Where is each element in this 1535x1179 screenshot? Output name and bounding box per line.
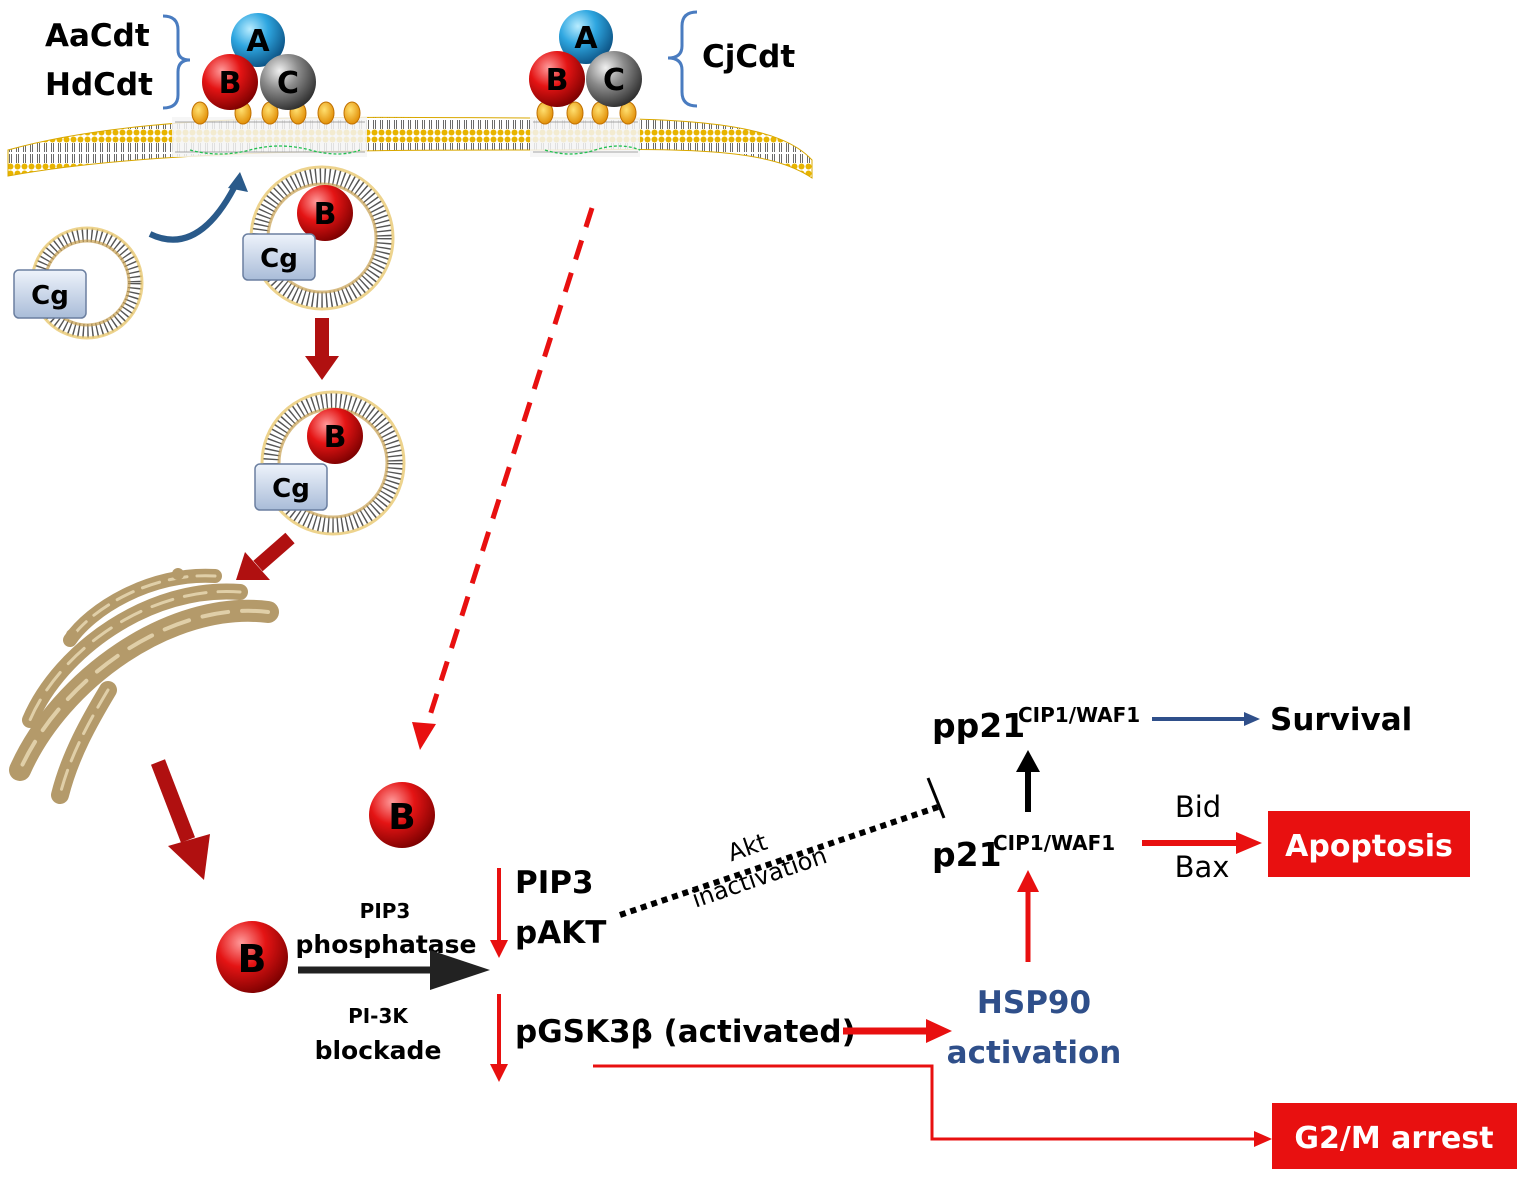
- toxin-label-cjcdt: CjCdt: [702, 39, 795, 75]
- arrow-golgi-to-cytosol: [150, 759, 196, 843]
- pakt-label: pAKT: [515, 915, 606, 951]
- cg-box: [242, 233, 316, 281]
- subunit-b-label: B: [546, 63, 569, 98]
- apoptosis-label: Apoptosis: [1285, 829, 1453, 864]
- cytosolic-subunit-b-ball: [216, 921, 288, 993]
- cg-box: [13, 269, 87, 319]
- akt-inactivation-line: [619, 804, 939, 918]
- arrow-hsp90-p21-head: [1017, 870, 1039, 892]
- subunit-c-ball: [260, 54, 316, 110]
- free-subunit-b-ball: [369, 782, 435, 848]
- subunit-b-ball: [297, 185, 353, 241]
- cg-label: Cg: [31, 281, 69, 311]
- subunit-b-label: B: [324, 420, 347, 455]
- activation-label: activation: [947, 1035, 1122, 1071]
- g2m-box: [1272, 1103, 1517, 1169]
- cg-box: [254, 463, 328, 511]
- apoptosis-box: [1268, 811, 1470, 877]
- holotoxin-right: A B C: [529, 10, 642, 107]
- vesicle-2: B Cg: [254, 390, 406, 536]
- dashed-arrow-direct-entry-head: [412, 722, 436, 750]
- arrow-to-g2m-head: [1254, 1131, 1272, 1147]
- cytosolic-subunit-b-label: B: [238, 937, 267, 981]
- arrow-to-g2m: [593, 1064, 1258, 1141]
- down-arrow-pgsk3b-head: [490, 1064, 508, 1082]
- lipid-raft-right: [530, 117, 640, 157]
- dashed-arrow-direct-entry: [423, 207, 595, 729]
- subunit-b-label: B: [219, 66, 242, 101]
- subunit-a-label: A: [574, 21, 598, 56]
- arrow-golgi-to-cytosol-head: [168, 834, 210, 880]
- free-subunit-b-label: B: [388, 797, 415, 838]
- cholesterol-right: [544, 145, 641, 155]
- cholesterol-left: [189, 145, 361, 155]
- inhibition-bar: [926, 777, 946, 819]
- subunit-b-label: B: [314, 197, 337, 232]
- cell-membrane: [7, 101, 813, 179]
- cg-label: Cg: [272, 474, 310, 504]
- subunit-a-ball: [559, 10, 613, 64]
- p21-label: p21: [932, 835, 1002, 874]
- recycle-arrow: [148, 178, 241, 243]
- arrow-pgsk3b-hsp90-head: [926, 1019, 952, 1043]
- vesicle-1: B Cg: [242, 165, 395, 311]
- golgi-apparatus: [9, 568, 279, 804]
- cg-label: Cg: [260, 244, 298, 274]
- subunit-a-ball: [231, 13, 285, 67]
- arrow-p21-pp21-head: [1016, 750, 1040, 772]
- bid-label: Bid: [1175, 790, 1221, 824]
- black-arrow-head: [430, 950, 490, 990]
- pi3k-line2: blockade: [315, 1036, 442, 1065]
- arrow-vesicle-down-head: [305, 356, 339, 380]
- holotoxin-left: A B C: [202, 13, 316, 110]
- pip3-label: PIP3: [515, 865, 594, 901]
- subunit-c-label: C: [277, 66, 299, 101]
- arrow-to-survival-head: [1244, 712, 1260, 726]
- survival-label: Survival: [1270, 702, 1412, 738]
- pgsk3b-label: pGSK3β (activated): [515, 1014, 856, 1050]
- arrow-to-golgi: [253, 532, 295, 572]
- pp21-superscript: CIP1/WAF1: [1018, 703, 1140, 727]
- down-arrow-pip3-pakt-head: [490, 940, 508, 958]
- pip3-phosphatase-line1: PIP3: [360, 899, 411, 923]
- toxin-label-hdcdt: HdCdt: [45, 67, 153, 103]
- recycle-arrow-head: [228, 172, 248, 192]
- vesicle-empty: Cg: [13, 226, 144, 340]
- pip3-phosphatase-line2: phosphatase: [296, 930, 477, 959]
- subunit-c-label: C: [603, 63, 625, 98]
- bax-label: Bax: [1175, 850, 1230, 884]
- subunit-b-ball: [529, 51, 585, 107]
- subunit-c-ball: [586, 51, 642, 107]
- bracket-right: [667, 10, 698, 108]
- subunit-b-ball: [307, 408, 363, 464]
- bracket-left: [162, 14, 191, 110]
- arrow-to-golgi-head: [236, 552, 270, 580]
- p21-superscript: CIP1/WAF1: [993, 831, 1115, 855]
- g2m-label: G2/M arrest: [1294, 1121, 1493, 1156]
- hsp90-label: HSP90: [977, 985, 1091, 1021]
- pp21-label: pp21: [932, 706, 1025, 745]
- subunit-b-ball: [202, 54, 258, 110]
- arrow-to-apoptosis-head: [1236, 832, 1262, 854]
- subunit-a-label: A: [246, 24, 270, 59]
- pi3k-line1: PI-3K: [348, 1004, 409, 1028]
- toxin-label-aacdt: AaCdt: [45, 18, 150, 54]
